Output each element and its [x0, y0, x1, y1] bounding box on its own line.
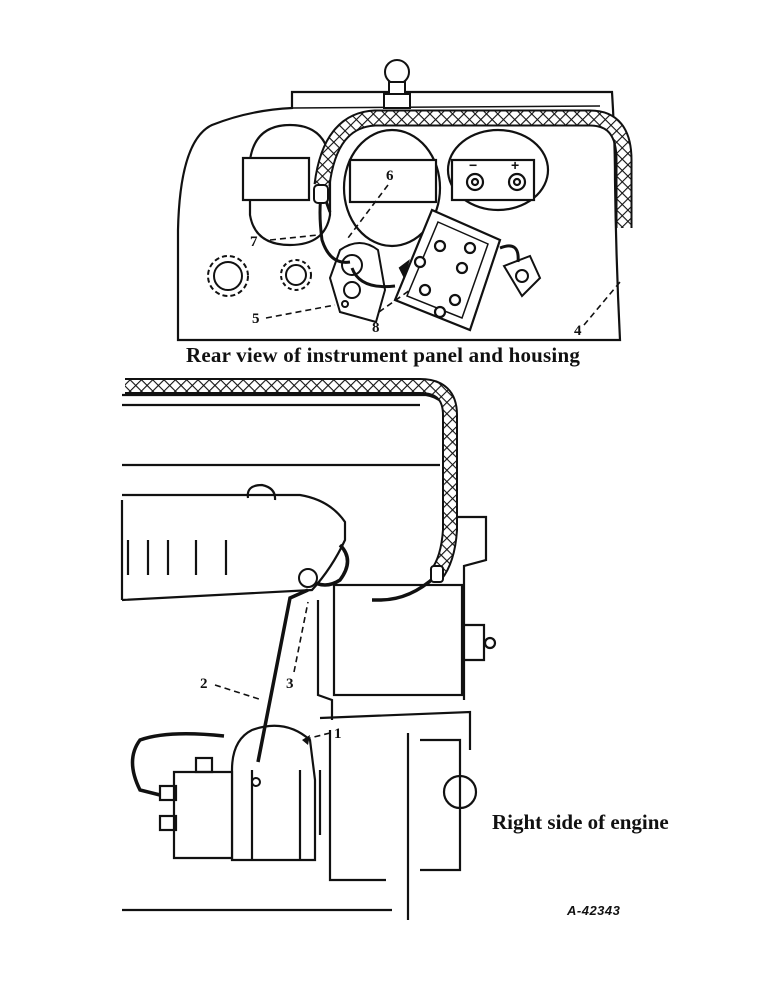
- center-gauge: [342, 128, 442, 248]
- negative-terminal-mark: −: [469, 157, 477, 173]
- ground-terminal: [298, 568, 318, 588]
- callout-4: 4: [574, 323, 582, 339]
- engine-conduit: [125, 378, 458, 580]
- top-view-caption: Rear view of instrument panel and housin…: [186, 343, 581, 367]
- panel-lamp: [383, 59, 411, 109]
- ammeter-gauge: [446, 128, 550, 212]
- callout-7: 7: [250, 234, 258, 250]
- voltage-regulator: [393, 208, 502, 332]
- callout-2: 2: [200, 676, 208, 692]
- callout-8: 8: [372, 320, 380, 336]
- positive-terminal-mark: +: [511, 157, 519, 173]
- left-knockout-icon: [207, 255, 249, 297]
- callout-3: 3: [286, 676, 294, 692]
- regulator-lug: [502, 254, 542, 298]
- bottom-view-caption: Right side of engine: [492, 810, 669, 834]
- callout-6: 6: [386, 168, 394, 184]
- conduit-clip: [430, 565, 444, 583]
- wire-ferrule: [313, 184, 329, 204]
- left-gauge: [241, 123, 332, 247]
- arrowhead-1: [302, 735, 310, 745]
- figure-id: A-42343: [567, 903, 621, 918]
- engine-block: [120, 393, 497, 920]
- callout-1: 1: [334, 726, 342, 742]
- bottom-leader-lines: [214, 601, 331, 741]
- top-leader-lines: [265, 184, 621, 326]
- coil-terminal: [251, 777, 261, 787]
- right-knockout-icon: [280, 259, 312, 291]
- callout-5: 5: [252, 311, 260, 327]
